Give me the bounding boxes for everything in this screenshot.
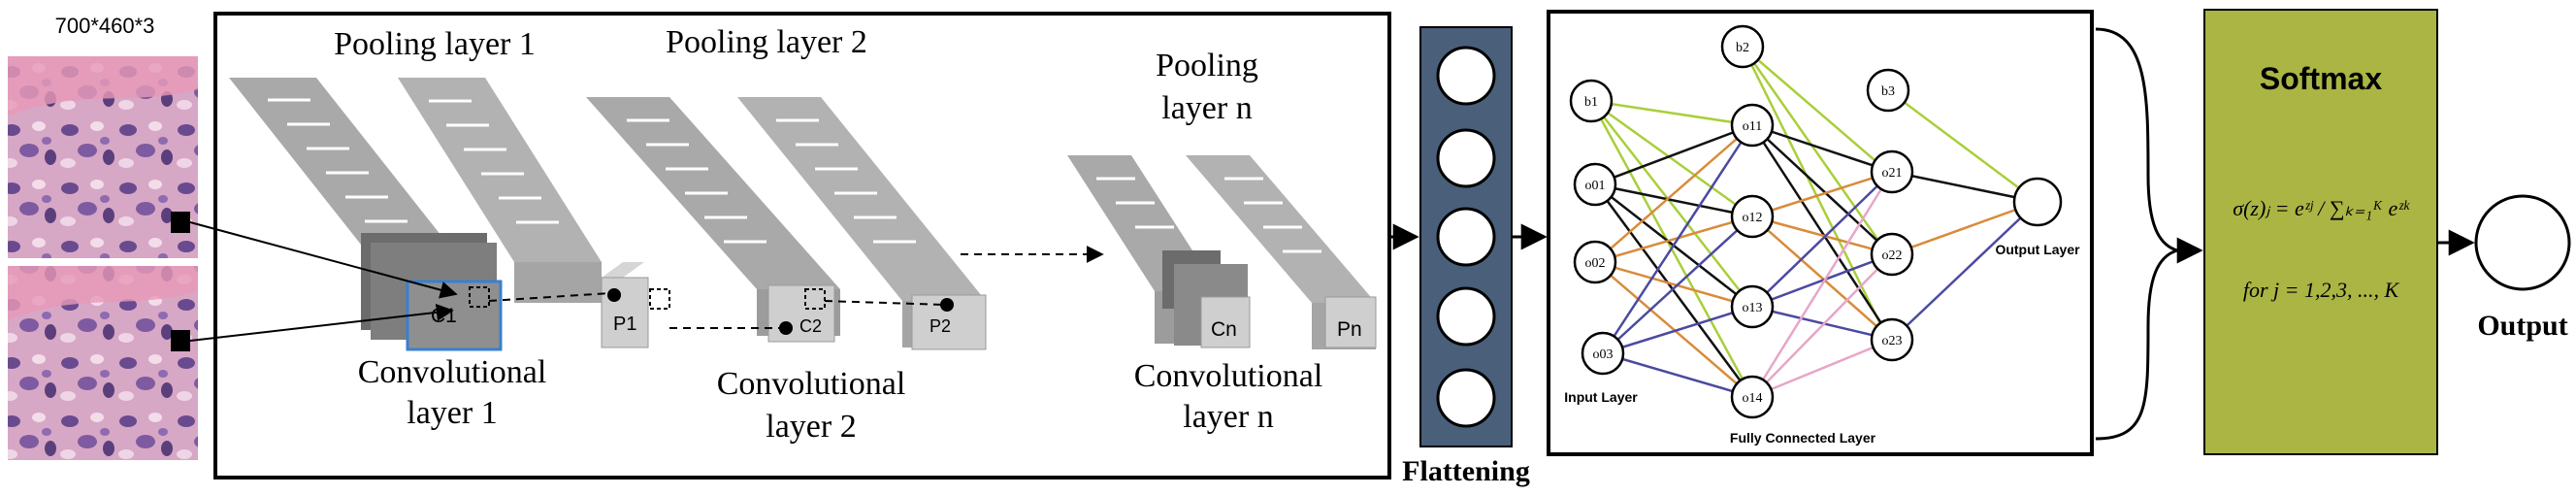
- conv-layer-1-label-line2: layer 1: [407, 395, 497, 431]
- o12-label: o12: [1743, 211, 1763, 225]
- o13-label: o13: [1743, 301, 1763, 315]
- output-neuron: [2474, 194, 2571, 291]
- conv-layer-2-label-line1: Convolutional: [717, 366, 906, 402]
- cnn-frame: [213, 12, 1391, 479]
- tissue-band-top: [8, 56, 198, 116]
- c1-label: C1: [431, 305, 457, 327]
- conv-layer-n-label-line1: Convolutional: [1134, 358, 1323, 394]
- node-o21: [1870, 149, 1914, 194]
- flattening-neurons: [1436, 46, 1496, 428]
- c2-label: C2: [799, 316, 822, 336]
- conv-layer-1-label-line1: Convolutional: [358, 354, 547, 390]
- node-o23: [1870, 317, 1914, 362]
- node-output: [2012, 177, 2063, 227]
- pooling-layer-n-label-line2: layer n: [1161, 90, 1252, 126]
- output-layer-label: Output Layer: [1995, 242, 2080, 257]
- conv-layer-2-label-line2: layer 2: [766, 409, 856, 445]
- o23-label: o23: [1882, 334, 1903, 348]
- input-dims-label: 700*460*3: [55, 14, 155, 38]
- p1-cube: [601, 262, 670, 348]
- node-b1: [1569, 79, 1614, 123]
- flattening-label: Flattening: [1402, 455, 1530, 487]
- pn-label: Pn: [1337, 318, 1362, 341]
- o14-label: o14: [1743, 391, 1763, 406]
- bracket: [2095, 27, 2183, 441]
- o21-label: o21: [1882, 166, 1903, 181]
- pn-cube: [1324, 296, 1377, 348]
- pooling-layer-n-label-line1: Pooling: [1156, 48, 1258, 83]
- pooling-layer-1-label: Pooling layer 1: [334, 26, 536, 62]
- b2-label: b2: [1736, 41, 1749, 55]
- output-label: Output: [2477, 310, 2567, 342]
- conv-layer-n-label-line2: layer n: [1183, 399, 1273, 435]
- p2-label: P2: [929, 316, 951, 336]
- node-o11: [1730, 103, 1775, 148]
- fc-nodes: [1569, 24, 2063, 419]
- cn-cube: [1162, 250, 1251, 348]
- softmax-formula: σ(z)ⱼ = eᶻʲ / ∑ₖ₌₁ᴷ eᶻᵏ: [2233, 196, 2409, 220]
- cnn-connections: [189, 221, 1104, 342]
- node-b2: [1720, 24, 1765, 69]
- cn-label: Cn: [1211, 318, 1237, 341]
- softmax-condition: for j = 1,2,3, ..., K: [2243, 278, 2400, 302]
- conv-layer-1-cube: [361, 233, 503, 351]
- node-o13: [1730, 284, 1775, 329]
- o03-label: o03: [1593, 347, 1614, 362]
- pooling-layer-2-label: Pooling layer 2: [666, 24, 867, 60]
- node-b3: [1866, 68, 1910, 113]
- o01-label: o01: [1585, 179, 1606, 193]
- fc-frame: [1547, 10, 2094, 456]
- softmax-box: [2203, 9, 2438, 455]
- p1-label: P1: [613, 314, 636, 335]
- o22-label: o22: [1882, 248, 1903, 263]
- o11-label: o11: [1743, 119, 1762, 134]
- patch-marker-bottom: [171, 330, 190, 351]
- tissue-band-bottom: [8, 266, 198, 320]
- b1-label: b1: [1584, 95, 1598, 110]
- node-o03: [1581, 331, 1625, 376]
- fully-connected-layer-label: Fully Connected Layer: [1730, 430, 1876, 446]
- fc-edges: [1589, 46, 2038, 399]
- node-o14: [1730, 375, 1775, 419]
- patch-marker-top: [171, 212, 190, 233]
- node-o02: [1573, 240, 1617, 284]
- o02-label: o02: [1585, 256, 1606, 271]
- b3-label: b3: [1881, 84, 1895, 99]
- input-layer-label: Input Layer: [1564, 389, 1638, 405]
- node-o12: [1730, 194, 1775, 239]
- node-o22: [1870, 232, 1914, 277]
- softmax-title: Softmax: [2260, 61, 2382, 96]
- c2-cube: [767, 284, 835, 343]
- node-o01: [1573, 162, 1617, 207]
